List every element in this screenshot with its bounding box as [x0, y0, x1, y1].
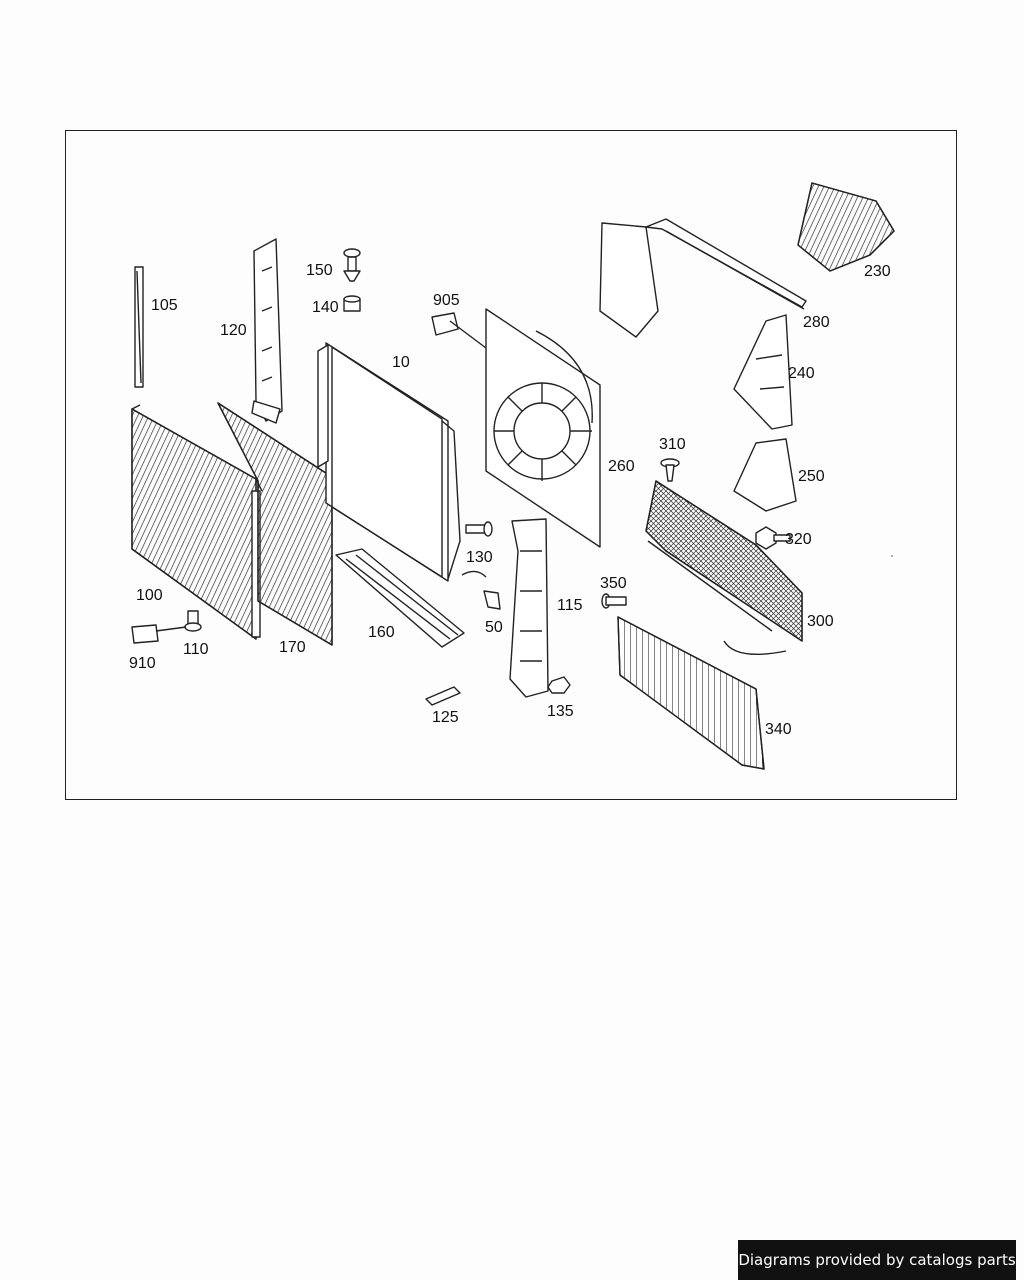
callout-100: 100: [136, 587, 163, 604]
callout-260: 260: [608, 458, 635, 475]
callout-280: 280: [803, 314, 830, 331]
callout-250: 250: [798, 468, 825, 485]
part-105-seal-strip: [134, 266, 144, 388]
part-140-grommet: [343, 295, 361, 312]
part-905-label: [431, 312, 491, 352]
callout-320: 320: [785, 531, 812, 548]
callout-160: 160: [368, 624, 395, 641]
part-125-clip: [425, 686, 461, 706]
part-320-bolt: [755, 526, 791, 550]
callout-110: 110: [183, 641, 209, 658]
part-250-side-duct: [733, 438, 797, 512]
callout-10: 10: [392, 354, 410, 371]
part-240-side-bracket: [733, 314, 793, 430]
parts-diagram: 10 50 100 105 110 115 120 125 130 135 140 150 160 170…: [129, 182, 895, 770]
part-280-upper-crossmember: [599, 218, 807, 338]
callout-120: 120: [220, 322, 247, 339]
dot-mark: [891, 555, 893, 557]
parts-diagram-frame: 10 50 100 105 110 115 120 125 130 135 140 150 160 170…: [65, 130, 957, 800]
part-115-right-bracket: [509, 518, 549, 698]
part-160-lower-shroud: [335, 548, 465, 648]
callout-350: 350: [600, 575, 627, 592]
callout-905: 905: [433, 292, 460, 309]
callout-230: 230: [864, 263, 891, 280]
part-910-label: [131, 624, 187, 644]
part-120-left-bracket: [251, 238, 283, 424]
callout-310: 310: [659, 436, 686, 453]
part-340-lower-grille: [617, 616, 787, 770]
part-230-air-duct: [797, 182, 895, 272]
part-170-radiator: [217, 402, 333, 646]
part-310-clip: [660, 458, 680, 482]
callout-130: 130: [466, 549, 493, 566]
callout-170: 170: [279, 639, 306, 656]
part-110-pressure-switch: [184, 610, 202, 632]
part-135-nut: [547, 676, 571, 694]
part-130-bolt: [465, 521, 493, 537]
callout-135: 135: [547, 703, 574, 720]
callout-50: 50: [485, 619, 503, 636]
callout-labels: 10 50 100 105 110 115 120 125 130 135 140 150 160 170…: [129, 262, 891, 738]
callout-105: 105: [151, 297, 178, 314]
callout-340: 340: [765, 721, 792, 738]
watermark-banner: Diagrams provided by catalogs parts: [738, 1240, 1016, 1280]
part-350-bolt: [601, 593, 627, 609]
callout-300: 300: [807, 613, 834, 630]
part-10-main-radiator: [317, 342, 461, 582]
part-50-sensor: [461, 570, 501, 610]
part-300-grille: [645, 480, 803, 642]
callout-240: 240: [788, 365, 815, 382]
part-150-clip: [343, 248, 361, 282]
callout-150: 150: [306, 262, 333, 279]
callout-115: 115: [557, 597, 583, 614]
part-100-condenser: [131, 404, 263, 640]
callout-140: 140: [312, 299, 339, 316]
part-260-fan-shroud: [485, 308, 601, 548]
callout-125: 125: [432, 709, 459, 726]
callout-910: 910: [129, 655, 156, 672]
